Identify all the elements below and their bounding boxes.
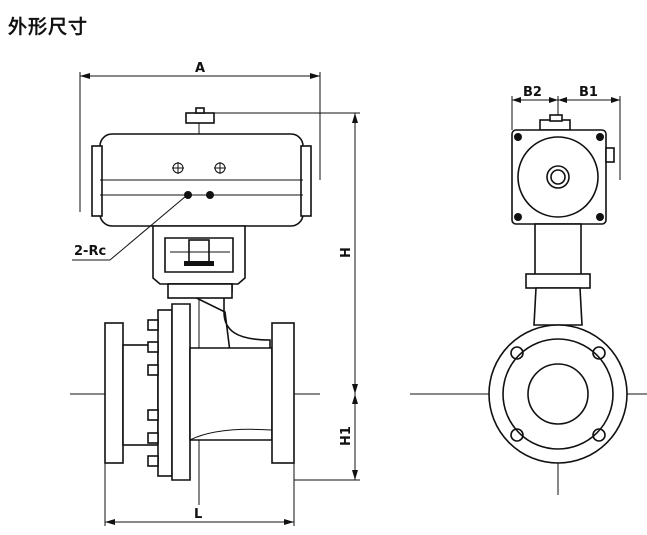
actuator-shaft-cap xyxy=(195,107,205,114)
air-port-icon xyxy=(172,162,226,199)
pneumatic-actuator xyxy=(91,107,312,227)
actuator-right-endcap xyxy=(300,145,312,217)
left-flange xyxy=(104,309,173,477)
bolt-hole-icon xyxy=(510,346,606,442)
flange-bolts xyxy=(147,319,159,467)
left-pipe-stub xyxy=(122,344,159,446)
neck-flange xyxy=(167,283,233,299)
side-neck-flange xyxy=(525,273,591,289)
dimension-h: H H1 xyxy=(214,112,360,481)
dimension-h-label: H xyxy=(339,247,354,258)
valve-body xyxy=(189,347,273,441)
side-view: B2 B1 xyxy=(410,85,647,495)
dimension-h1-label: H1 xyxy=(339,426,354,446)
actuator-top-shaft xyxy=(185,112,215,124)
port-label: 2-Rc xyxy=(74,244,106,259)
page-title: 外形尺寸 xyxy=(8,16,89,38)
shaft-bore-icon xyxy=(546,165,570,189)
right-flange-plate xyxy=(271,322,295,464)
right-flange xyxy=(271,322,295,464)
side-actuator xyxy=(511,114,615,225)
flange-outer xyxy=(488,324,628,464)
dimension-l-label: L xyxy=(194,507,202,522)
front-view: 2-Rc A L H H1 xyxy=(70,61,360,526)
left-flange-plate xyxy=(104,322,124,464)
left-body-flange xyxy=(157,309,173,477)
coupling xyxy=(188,239,210,263)
flange-face xyxy=(488,324,628,464)
dimension-l: L xyxy=(104,463,295,526)
dimension-b1-label: B1 xyxy=(579,85,598,100)
dimension-b: B2 B1 xyxy=(511,85,621,180)
solenoid-port xyxy=(605,147,615,163)
dimension-a-label: A xyxy=(195,61,205,76)
port-leader-line xyxy=(109,195,187,261)
side-neck xyxy=(533,287,583,326)
actuator-left-endcap xyxy=(91,145,103,217)
flange-bore xyxy=(527,363,589,425)
dimension-b2-label: B2 xyxy=(523,85,542,100)
mounting-bracket xyxy=(152,225,246,285)
dimension-a: A xyxy=(79,61,321,212)
valve-body-flange xyxy=(171,303,191,481)
actuator-endcap-face xyxy=(511,129,607,225)
